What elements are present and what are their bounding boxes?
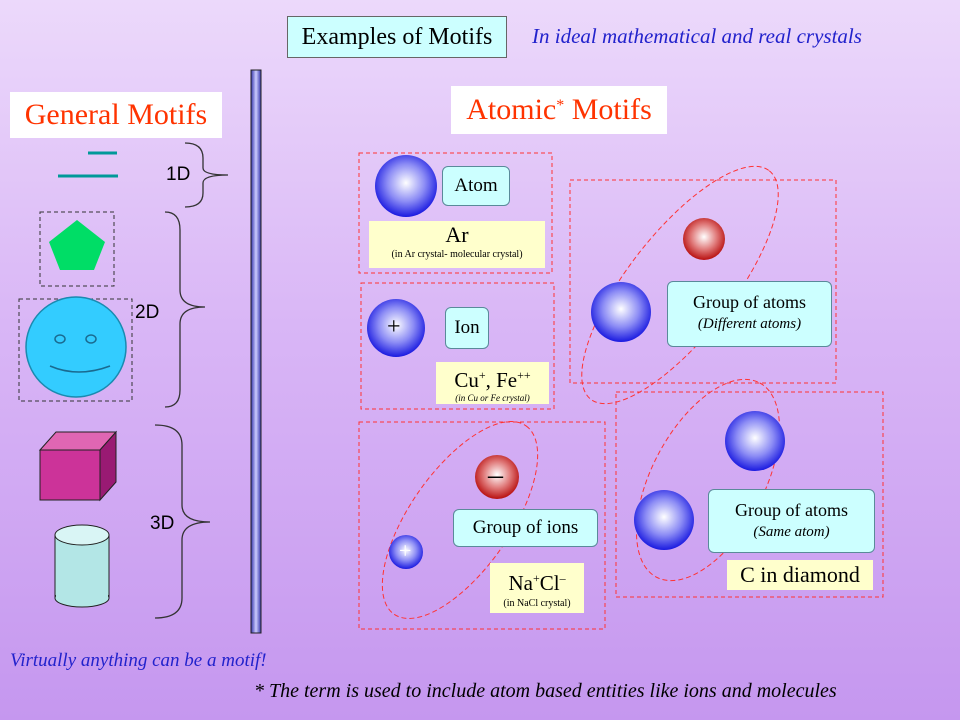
page-subtitle: In ideal mathematical and real crystals — [532, 24, 862, 48]
atomic-motifs-heading: Atomic* Motifs — [451, 86, 667, 134]
cylinder-icon — [54, 524, 110, 608]
atomic-asterisk: * — [556, 97, 565, 114]
ions-group-ellipse — [381, 421, 539, 619]
small-red-atom — [683, 218, 725, 260]
pentagon-frame — [39, 211, 115, 287]
brace-2d — [164, 211, 206, 408]
footer-note: Virtually anything can be a motif! — [10, 650, 267, 671]
atom-box — [358, 152, 553, 274]
label-1d: 1D — [166, 164, 191, 185]
group-diff-label: Group of atoms (Different atoms) — [667, 281, 832, 347]
smiley-face-icon — [25, 296, 127, 398]
label-3d: 3D — [150, 513, 175, 534]
group-same-label: Group of atoms (Same atom) — [708, 489, 875, 553]
label-2d: 2D — [135, 302, 160, 323]
group-same-box — [615, 391, 884, 598]
atom-label: Atom — [442, 166, 510, 206]
large-blue-atom — [591, 282, 651, 342]
ions-group-label: Group of ions — [453, 509, 598, 547]
brace-1d — [184, 142, 229, 208]
carbon-atom-bottom — [634, 490, 694, 550]
ions-group-example: Na+Cl– (in NaCl crystal) — [490, 563, 584, 613]
ion-example: Cu+, Fe++ (in Cu or Fe crystal) — [436, 362, 549, 404]
cube-icon — [38, 430, 118, 502]
footnote: * The term is used to include atom based… — [254, 680, 837, 702]
anion-sphere — [475, 455, 519, 499]
cation-plus-sign: + — [399, 538, 412, 563]
atom-example: Ar (in Ar crystal- molecular crystal) — [369, 221, 545, 268]
pentagon-icon — [49, 220, 105, 270]
anion-minus-sign: – — [488, 458, 503, 491]
diamond-example: C in diamond — [727, 560, 873, 590]
ion-label: Ion — [445, 307, 489, 349]
group-diff-box — [569, 179, 837, 384]
ion-sphere — [367, 299, 425, 357]
cation-sphere — [389, 535, 423, 569]
ions-group-box — [358, 421, 606, 630]
atom-sphere — [375, 155, 437, 217]
ion-plus-sign: + — [387, 314, 401, 340]
ion-box — [360, 282, 555, 410]
general-motifs-heading: General Motifs — [10, 92, 222, 138]
line-segment-icon — [58, 151, 118, 178]
page-title: Examples of Motifs — [287, 16, 507, 58]
divider-bar — [250, 69, 262, 634]
carbon-atom-top — [725, 411, 785, 471]
brace-3d — [154, 424, 211, 619]
